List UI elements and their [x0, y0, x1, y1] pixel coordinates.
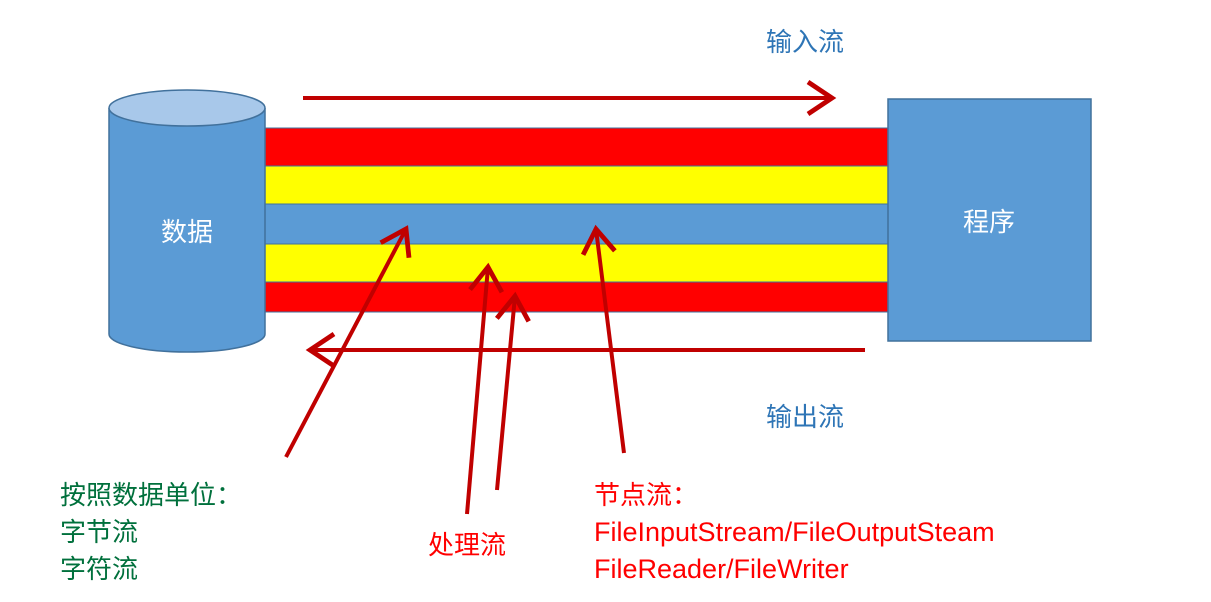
output-stream-label: 输出流 — [766, 403, 844, 433]
data-cylinder: 数据 — [108, 89, 266, 353]
processing-stream-label: 处理流 — [428, 531, 506, 561]
file-rw-classes: FileReader/FileWriter — [594, 554, 849, 584]
file-stream-classes: FileInputStream/FileOutputSteam — [594, 517, 995, 547]
pipe-band-yellow-top — [263, 165, 889, 205]
pipe-band-yellow-bottom — [263, 243, 889, 283]
by-unit-title: 按照数据单位： — [60, 481, 242, 511]
pipe-band-blue-center — [263, 203, 889, 245]
cylinder-body — [108, 108, 266, 353]
byte-stream-label: 字节流 — [60, 518, 138, 548]
program-box: 程序 — [887, 98, 1092, 342]
pointer-processing-arrow-2 — [494, 291, 531, 491]
char-stream-label: 字符流 — [60, 555, 138, 585]
pointer-unit-arrow — [284, 225, 412, 458]
stream-pipe — [263, 127, 889, 313]
pointer-node-arrow — [580, 224, 626, 454]
pipe-band-red-top — [263, 127, 889, 167]
program-rect — [887, 98, 1092, 342]
pipe-band-red-bottom — [263, 281, 889, 313]
cylinder-top — [108, 89, 266, 127]
pointer-processing-arrow-1 — [465, 262, 505, 515]
node-stream-group: 节点流： FileInputStream/FileOutputSteam Fil… — [594, 481, 995, 584]
program-label: 程序 — [963, 208, 1015, 238]
input-stream-label: 输入流 — [766, 28, 844, 58]
data-label: 数据 — [161, 218, 213, 248]
node-stream-title: 节点流： — [594, 481, 698, 511]
by-unit-group: 按照数据单位： 字节流 字符流 — [60, 481, 242, 585]
